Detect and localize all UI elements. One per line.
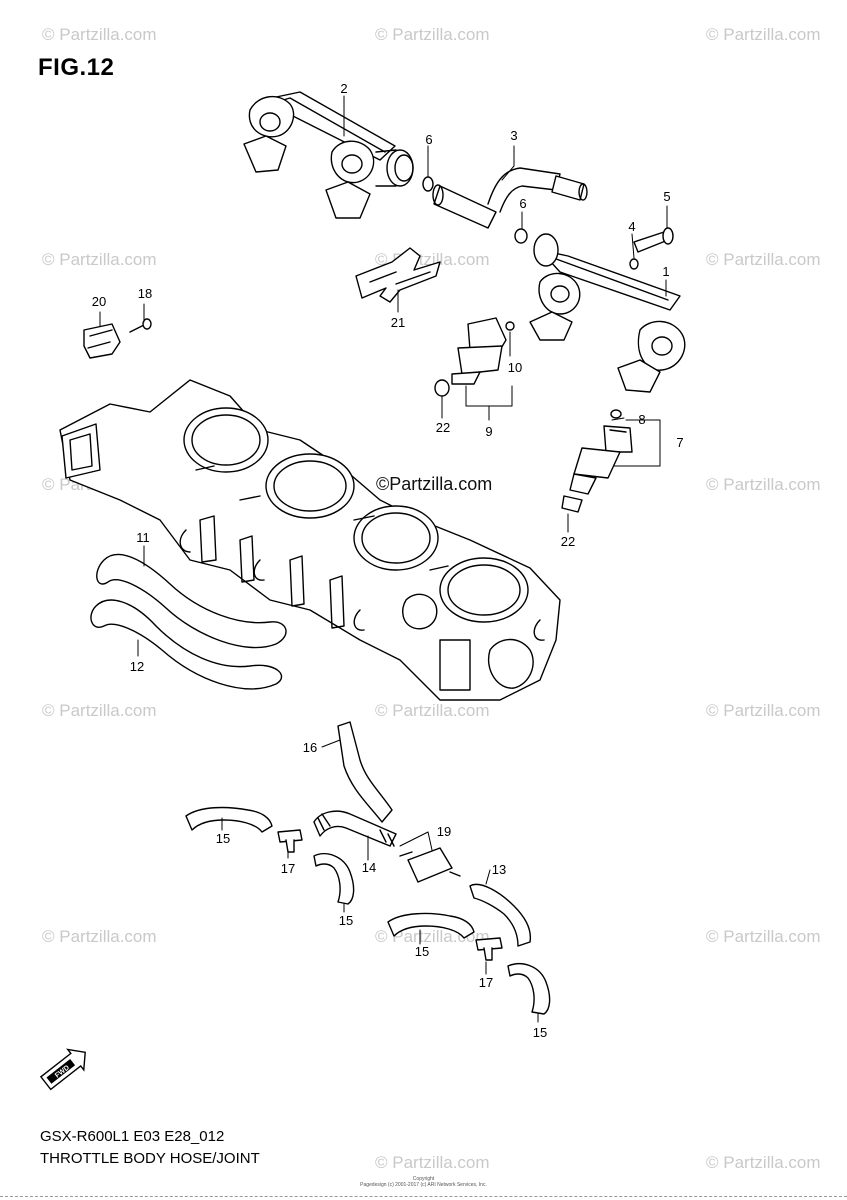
washer-4 <box>629 258 639 270</box>
joint-19 <box>399 847 461 883</box>
callout-3: 3 <box>510 128 517 143</box>
seal-22b <box>561 495 583 513</box>
joint-17a <box>277 829 303 853</box>
callout-19: 19 <box>437 824 451 839</box>
callout-11: 11 <box>136 530 150 545</box>
callout-22: 22 <box>561 534 575 549</box>
callout-15: 15 <box>415 944 429 959</box>
seal-22a <box>434 379 450 397</box>
callout-12: 12 <box>130 659 144 674</box>
watermark: © Partzilla.com <box>375 25 490 44</box>
watermark: © Partzilla.com <box>375 701 490 720</box>
callout-6: 6 <box>519 196 526 211</box>
callout-22: 22 <box>436 420 450 435</box>
watermark: © Partzilla.com <box>706 1153 821 1172</box>
fuel-injector-7 <box>569 409 633 495</box>
copyright: Copyright Pagedesign (c) 2001-2017 (c) A… <box>0 1176 847 1188</box>
callout-15: 15 <box>533 1025 547 1040</box>
copyright-line-2: Pagedesign (c) 2001-2017 (c) ARI Network… <box>360 1182 487 1188</box>
diagram-title: THROTTLE BODY HOSE/JOINT <box>40 1150 260 1167</box>
callout-9: 9 <box>485 424 492 439</box>
o-ring-6a <box>422 176 434 192</box>
watermark: © Partzilla.com <box>706 25 821 44</box>
o-ring-6b <box>514 228 528 244</box>
hose-15b <box>313 853 355 905</box>
diagram-code: GSX-R600L1 E03 E28_012 <box>40 1128 225 1145</box>
hose-15d <box>507 963 551 1015</box>
watermark: © Partzilla.com <box>375 1153 490 1172</box>
callout-18: 18 <box>138 286 152 301</box>
watermark: © Partzilla.com <box>706 927 821 946</box>
callout-15: 15 <box>339 913 353 928</box>
watermark: © Partzilla.com <box>42 701 157 720</box>
center-watermark: ©Partzilla.com <box>376 474 492 494</box>
callouts: 2 6 3 6 4 5 1 18 20 21 10 22 9 8 7 22 11… <box>92 81 684 1040</box>
joint-17b <box>475 937 503 961</box>
watermark: © Partzilla.com <box>42 25 157 44</box>
throttle-body-assembly <box>59 379 561 701</box>
hose-14 <box>313 810 397 847</box>
figure-title: FIG.12 <box>38 54 115 81</box>
callout-16: 16 <box>303 740 317 755</box>
hose-13 <box>469 883 532 947</box>
callout-8: 8 <box>638 412 645 427</box>
callout-13: 13 <box>492 862 506 877</box>
clamp-21 <box>355 247 441 303</box>
bolt-5 <box>633 227 674 253</box>
callout-5: 5 <box>663 189 670 204</box>
copyright-line-1: Copyright <box>412 1176 435 1182</box>
watermark: © Partzilla.com <box>42 250 157 269</box>
callout-10: 10 <box>508 360 522 375</box>
callout-6: 6 <box>425 132 432 147</box>
sensor-20 <box>83 323 121 359</box>
callout-20: 20 <box>92 294 106 309</box>
hose-15c <box>387 912 475 939</box>
watermark: © Partzilla.com <box>706 701 821 720</box>
fuel-injector-9 <box>451 317 515 385</box>
fwd-arrow-icon: FWD <box>39 1048 86 1091</box>
callout-1: 1 <box>662 264 669 279</box>
screw-18 <box>129 318 152 333</box>
bottom-divider <box>0 1196 847 1197</box>
callout-17: 17 <box>479 975 493 990</box>
leader-lines <box>99 95 668 1023</box>
callout-2: 2 <box>340 81 347 96</box>
hose-11 <box>96 553 287 649</box>
watermark: © Partzilla.com <box>706 250 821 269</box>
hose-15a <box>185 806 273 833</box>
callout-17: 17 <box>281 861 295 876</box>
watermark: © Partzilla.com <box>706 475 821 494</box>
callout-4: 4 <box>628 219 635 234</box>
fuel-rail-upper <box>243 91 414 219</box>
fuel-joint-pipe <box>432 167 588 229</box>
callout-15: 15 <box>216 831 230 846</box>
fuel-rail-lower <box>529 233 686 393</box>
callout-7: 7 <box>676 435 683 450</box>
hose-16 <box>337 721 393 823</box>
watermark: © Partzilla.com <box>42 927 157 946</box>
callout-14: 14 <box>362 860 376 875</box>
hose-12 <box>90 599 283 690</box>
callout-21: 21 <box>391 315 405 330</box>
